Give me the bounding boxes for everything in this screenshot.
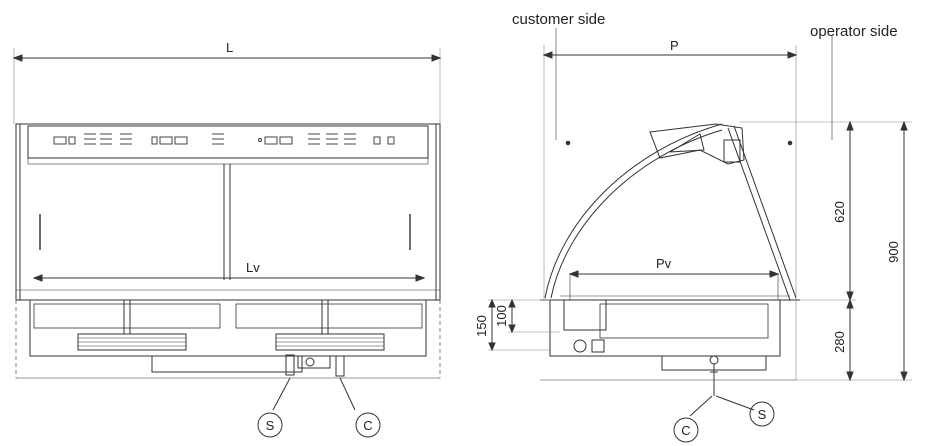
label-Lv: Lv [246,260,260,275]
curved-glass-inner [550,129,723,299]
label-customer-side: customer side [512,11,605,28]
front-tank [151,356,303,373]
label-620: 620 [832,201,847,223]
label-side-C: C [681,423,690,438]
label-L: L [226,40,233,55]
label-side-S: S [758,407,767,422]
label-150: 150 [474,315,489,337]
label-Pv: Pv [656,256,672,271]
side-connector-c-circle [673,417,699,443]
label-900: 900 [886,241,901,263]
curved-glass-outer [544,123,723,299]
connector-s-circle [257,412,283,438]
vent-slots [53,133,395,145]
label-100: 100 [494,305,509,327]
label-front-C: C [363,418,372,433]
top-hood [649,123,745,165]
front-base [29,299,427,357]
front-view [12,48,442,438]
side-view [488,28,912,443]
connector-c-circle [355,412,381,438]
control-panel [27,125,429,159]
front-glass-frame [15,123,441,301]
label-operator-side: operator side [810,23,898,40]
label-front-S: S [266,418,275,433]
label-P: P [670,38,679,53]
label-280: 280 [832,331,847,353]
water-tank [563,299,607,331]
side-base [549,300,781,357]
side-connector-s-circle [749,401,775,427]
